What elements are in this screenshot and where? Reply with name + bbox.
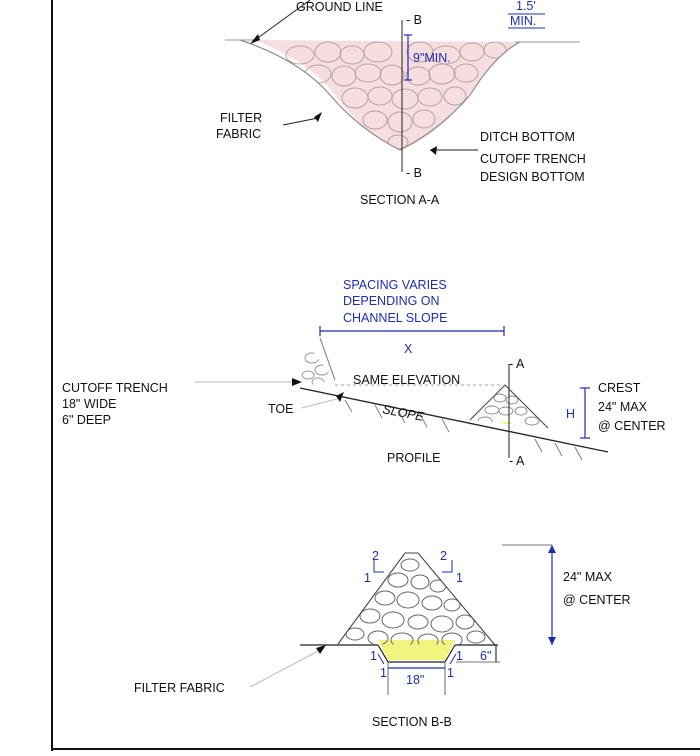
bb-fabric-leader [249,649,321,688]
section-bb: 2 1 2 1 24" MAX @ CENTER 1 1 1 1 6" 18" … [134,544,631,729]
ratio-top-right-rise: 1 [456,571,463,585]
cutoff-label-1: CUTOFF TRENCH [62,381,168,395]
bb-filter-fabric-label: FILTER FABRIC [134,681,225,695]
aa-ground-leader [254,0,311,41]
section-aa-title: SECTION A-A [360,193,440,207]
ratio-top-right-run: 2 [440,549,447,563]
aa-cut-b-top: - B [406,13,422,27]
profile-title: PROFILE [387,451,441,465]
bb-ratio-marks [373,560,457,665]
ratio-bottom-left-a: 1 [370,649,377,663]
profile: SPACING VARIES DEPENDING ON CHANNEL SLOP… [62,278,666,468]
ratio-bottom-right-a: 1 [456,649,463,663]
bb-max-label-1: 24" MAX [563,570,613,584]
spacing-label-2: DEPENDING ON [343,294,440,308]
min-depth-label: 9"MIN. [413,51,451,65]
bb-depth-label: 6" [480,649,491,663]
slope-numerator: 1.5' [516,0,536,13]
ground-line-label: GROUND LINE [296,0,383,14]
bb-trench-outline [377,644,456,663]
section-aa: GROUND LINE - B 1.5' MIN. 9"MIN. FILTER … [216,0,586,207]
bb-width-label: 18" [406,673,424,687]
spacing-label-1: SPACING VARIES [343,278,447,292]
profile-cut-a-top: - A [509,357,525,371]
cutoff-label-2: 18" WIDE [62,397,116,411]
ratio-top-left-rise: 1 [364,571,371,585]
channel-bed [299,387,609,453]
aa-cut-b-bottom: - B [406,166,422,180]
crest-label-2: 24" MAX [598,400,648,414]
bed-hatching [344,399,583,461]
spacing-label-3: CHANNEL SLOPE [343,311,447,325]
aa-filter-fabric-1: FILTER [220,111,262,125]
aa-filter-fabric-2: FABRIC [216,127,261,141]
bb-dam-outline [337,552,496,646]
aa-cutoff-label-1: CUTOFF TRENCH [480,152,586,166]
bb-stone-pattern [345,558,486,645]
cutoff-label-3: 6" DEEP [62,413,111,427]
ditch-bottom-label: DITCH BOTTOM [480,130,575,144]
slope-denominator: MIN. [510,14,536,28]
same-elevation-label: SAME ELEVATION [353,373,460,387]
toe-label: TOE [268,402,293,416]
h-label: H [566,407,575,421]
profile-cut-a-bottom: - A [509,454,525,468]
ratio-top-left-run: 2 [372,549,379,563]
aa-cutoff-label-2: DESIGN BOTTOM [480,170,585,184]
crest-dam-outline [469,384,549,429]
crest-label-1: CREST [598,381,641,395]
x-label: X [404,342,413,356]
crest-label-3: @ CENTER [598,419,666,433]
bb-fabric-fill [378,640,455,660]
section-bb-title: SECTION B-B [372,715,452,729]
aa-fabric-leader [282,117,319,126]
aa-fabric-fill [255,40,520,150]
bb-max-label-2: @ CENTER [563,593,631,607]
ratio-bottom-right-b: 1 [447,666,454,680]
upstream-dam-stones [301,352,330,387]
ratio-bottom-left-b: 1 [380,666,387,680]
toe-leader [301,397,341,409]
aa-ditch-outline [239,39,521,151]
